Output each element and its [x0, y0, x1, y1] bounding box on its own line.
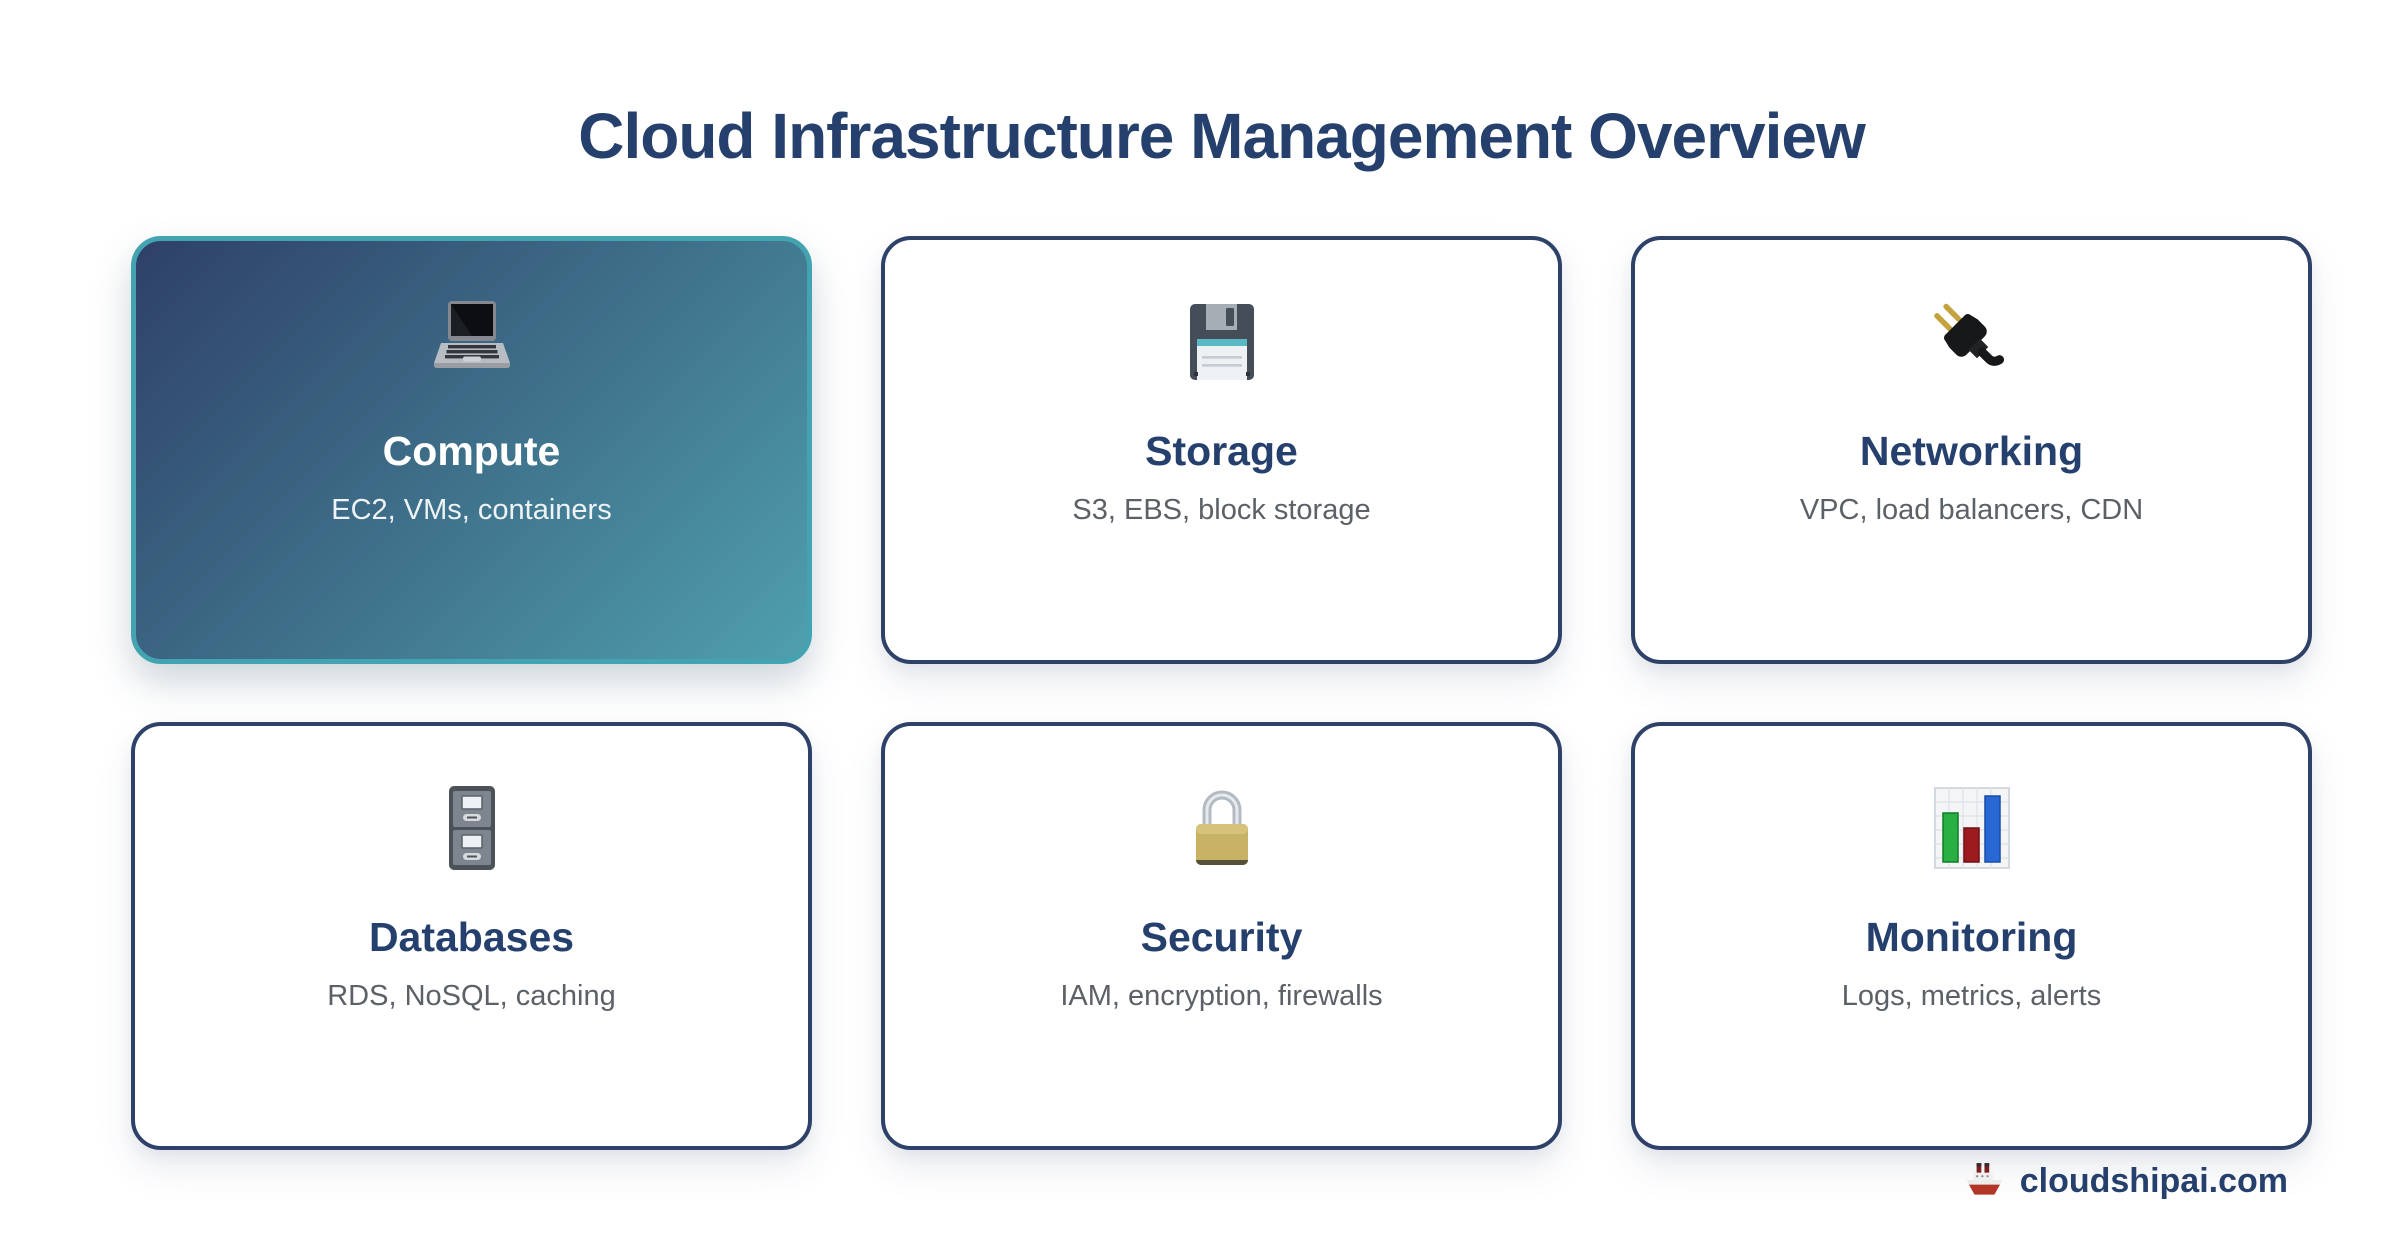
file-cabinet-icon	[135, 780, 808, 876]
card-networking[interactable]: Networking VPC, load balancers, CDN	[1631, 236, 2312, 664]
card-title: Networking	[1859, 428, 2084, 474]
ship-icon	[1966, 1163, 2003, 1195]
lock-icon	[885, 780, 1558, 876]
brand-footer: cloudshipai.com	[131, 1160, 2312, 1202]
laptop-icon	[136, 294, 807, 390]
page-content: Cloud Infrastructure Management Overview	[131, 0, 2312, 1202]
card-subtitle: VPC, load balancers, CDN	[1799, 494, 2144, 527]
electric-plug-icon	[1635, 294, 2308, 390]
category-grid: Compute EC2, VMs, containers Storage	[131, 236, 2312, 1150]
card-subtitle: EC2, VMs, containers	[331, 494, 612, 527]
card-storage[interactable]: Storage S3, EBS, block storage	[881, 236, 1562, 664]
brand-name[interactable]: cloudshipai.com	[2019, 1161, 2288, 1200]
card-databases[interactable]: Databases RDS, NoSQL, caching	[131, 722, 812, 1150]
card-compute[interactable]: Compute EC2, VMs, containers	[131, 236, 812, 664]
card-subtitle: RDS, NoSQL, caching	[327, 980, 616, 1013]
card-title: Storage	[1145, 428, 1298, 474]
card-security[interactable]: Security IAM, encryption, firewalls	[881, 722, 1562, 1150]
card-title: Databases	[368, 914, 575, 960]
card-title: Security	[1140, 914, 1303, 960]
card-monitoring[interactable]: Monitoring Logs, metrics, alerts	[1631, 722, 2312, 1150]
bar-chart-icon	[1635, 780, 2308, 876]
card-subtitle: S3, EBS, block storage	[1072, 494, 1371, 527]
card-title: Monitoring	[1865, 914, 2078, 960]
page-title: Cloud Infrastructure Management Overview	[578, 100, 1866, 172]
floppy-disk-icon	[885, 294, 1558, 390]
card-title: Compute	[382, 428, 561, 474]
card-subtitle: Logs, metrics, alerts	[1841, 980, 2102, 1013]
card-subtitle: IAM, encryption, firewalls	[1060, 980, 1383, 1013]
